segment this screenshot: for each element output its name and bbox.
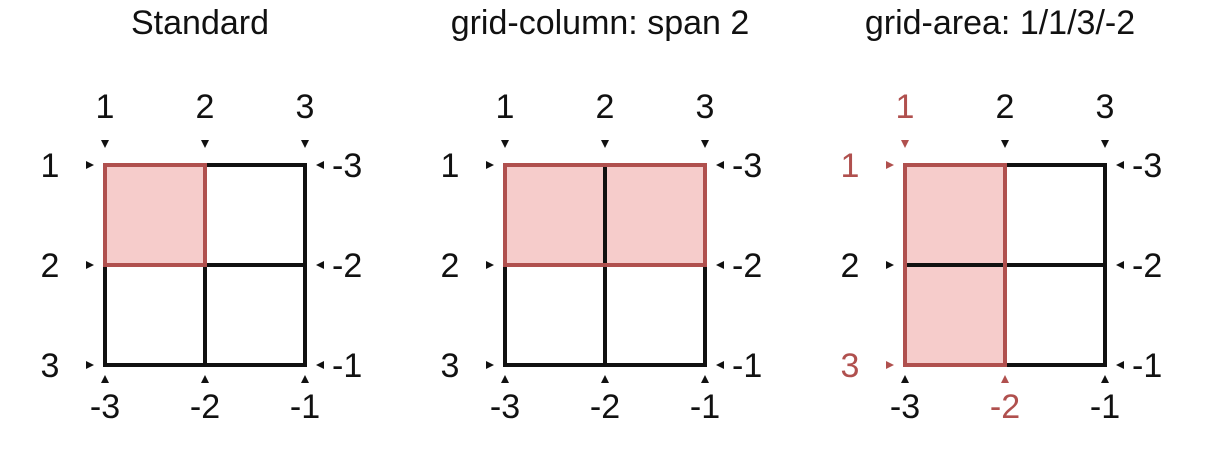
row-line-label-left: 2 (841, 247, 860, 285)
row-line-marker-left (486, 161, 494, 169)
panel-title: Standard (131, 4, 269, 42)
column-line-marker-bottom (101, 375, 109, 383)
column-line-marker-bottom (701, 375, 709, 383)
column-line-label-top: 3 (1096, 88, 1115, 126)
column-line-label-top: 3 (296, 88, 315, 126)
column-line-label-top: 3 (696, 88, 715, 126)
column-line-label-bottom: -2 (190, 388, 220, 426)
column-line-label-bottom: -3 (490, 388, 520, 426)
column-line-label-top: 1 (496, 88, 515, 126)
column-line-marker-top (501, 140, 509, 148)
column-line-marker-bottom (901, 375, 909, 383)
grid-area-border (503, 163, 707, 267)
row-line-label-left: 2 (41, 247, 60, 285)
row-line-label-left: 1 (841, 147, 860, 185)
column-line-marker-bottom (601, 375, 609, 383)
row-line-marker-right (716, 161, 724, 169)
column-line-marker-top (101, 140, 109, 148)
column-line-label-top: 2 (596, 88, 615, 126)
panel-title: grid-area: 1/1/3/-2 (864, 4, 1136, 42)
row-line-marker-left (486, 361, 494, 369)
panel-title: grid-column: span 2 (450, 4, 750, 42)
row-line-label-right: -3 (1132, 147, 1162, 185)
column-line-marker-top (701, 140, 709, 148)
row-line-marker-right (716, 261, 724, 269)
grid-diagram: 1 -3 1 -3 2 -2 2 -2 3 -1 3 -1 (41, 88, 363, 426)
column-line-marker-top (301, 140, 309, 148)
column-line-label-bottom: -3 (90, 388, 120, 426)
row-line-label-left: 2 (441, 247, 460, 285)
column-line-marker-bottom (501, 375, 509, 383)
column-line-label-bottom: -1 (290, 388, 320, 426)
row-line-marker-right (716, 361, 724, 369)
row-line-marker-left (886, 361, 894, 369)
grid-diagram: 1 -3 1 -3 2 -2 2 -2 3 -1 3 -1 (441, 88, 763, 426)
column-line-marker-top (601, 140, 609, 148)
row-line-marker-left (486, 261, 494, 269)
row-line-label-left: 3 (441, 347, 460, 385)
column-line-marker-bottom (1101, 375, 1109, 383)
row-line-label-right: -3 (332, 147, 362, 185)
row-line-label-right: -2 (1132, 247, 1162, 285)
column-line-label-top: 2 (996, 88, 1015, 126)
column-line-label-top: 1 (896, 88, 915, 126)
column-line-marker-bottom (301, 375, 309, 383)
column-line-label-top: 2 (196, 88, 215, 126)
row-line-label-right: -1 (1132, 347, 1162, 385)
grid-area-fill (105, 165, 205, 265)
row-line-marker-right (1116, 361, 1124, 369)
row-line-marker-right (316, 261, 324, 269)
column-line-label-bottom: -3 (890, 388, 920, 426)
row-line-marker-left (86, 261, 94, 269)
column-line-label-bottom: -2 (590, 388, 620, 426)
row-line-marker-right (1116, 161, 1124, 169)
row-line-label-right: -1 (732, 347, 762, 385)
column-line-marker-top (201, 140, 209, 148)
row-line-marker-left (886, 161, 894, 169)
row-line-marker-right (1116, 261, 1124, 269)
panel-grid-column-span: grid-column: span 2 1 -3 1 -3 2 -2 2 -2 3 -1 3 -1 (400, 0, 800, 470)
column-line-marker-top (1001, 140, 1009, 148)
row-line-marker-right (316, 361, 324, 369)
row-line-label-left: 3 (41, 347, 60, 385)
row-line-label-left: 3 (841, 347, 860, 385)
row-line-label-right: -2 (732, 247, 762, 285)
panel-standard: Standard 1 -3 1 -3 2 -2 2 -2 3 -1 3 -1 (0, 0, 400, 470)
column-line-marker-top (1101, 140, 1109, 148)
row-line-label-right: -3 (732, 147, 762, 185)
column-line-label-bottom: -1 (690, 388, 720, 426)
row-line-marker-left (86, 161, 94, 169)
column-line-label-bottom: -1 (1090, 388, 1120, 426)
column-line-marker-bottom (201, 375, 209, 383)
panel-grid-area: grid-area: 1/1/3/-2 1 -3 1 -3 2 -2 2 -2 3 -1 3 -1 (800, 0, 1200, 470)
column-line-label-bottom: -2 (990, 388, 1020, 426)
row-line-marker-left (886, 261, 894, 269)
row-line-label-left: 1 (41, 147, 60, 185)
column-line-label-top: 1 (96, 88, 115, 126)
column-line-marker-bottom (1001, 375, 1009, 383)
row-line-marker-right (316, 161, 324, 169)
row-line-label-right: -2 (332, 247, 362, 285)
column-line-marker-top (901, 140, 909, 148)
row-line-label-right: -1 (332, 347, 362, 385)
grid-area-border (103, 163, 207, 267)
grid-diagram: 1 -3 1 -3 2 -2 2 -2 3 -1 3 -1 (841, 88, 1163, 426)
grid-area-border (903, 163, 1007, 367)
row-line-marker-left (86, 361, 94, 369)
row-line-label-left: 1 (441, 147, 460, 185)
